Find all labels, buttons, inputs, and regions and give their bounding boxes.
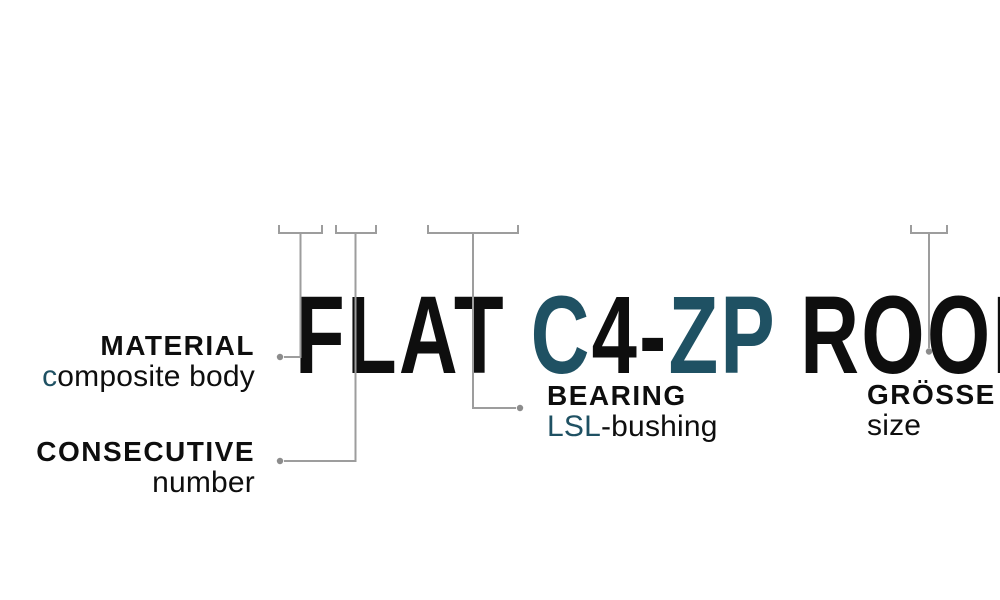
- bearing-subtext: LSL-bushing: [547, 410, 718, 443]
- title-segment-material-code: C: [530, 273, 592, 397]
- bearing-sub-accent: LSL: [547, 410, 601, 443]
- title-segment-bearing-code: ZP: [668, 273, 776, 397]
- label-consecutive: CONSECUTIVE number: [36, 436, 255, 500]
- bearing-heading: BEARING: [547, 380, 687, 411]
- product-code-text: FLAT C4-ZP ROOKIE L: [295, 280, 1000, 391]
- title-segment-rookie-size: ROOKIE L: [800, 273, 1000, 397]
- label-material: MATERIAL composite body: [42, 330, 255, 394]
- size-heading: GRÖSSE: [867, 379, 996, 410]
- label-size: GRÖSSE size: [867, 379, 996, 443]
- material-heading: MATERIAL: [100, 330, 255, 361]
- material-sub-rest: omposite body: [57, 360, 255, 393]
- title-segment-number: 4-: [591, 273, 669, 397]
- consecutive-heading: CONSECUTIVE: [36, 436, 255, 467]
- material-sub-accent: c: [42, 360, 58, 393]
- title-segment-flat: FLAT: [295, 273, 531, 397]
- product-code-title: FLAT C4-ZP ROOKIE L: [0, 171, 1000, 501]
- bearing-sub-rest: -bushing: [600, 410, 718, 443]
- consecutive-subtext: number: [152, 466, 255, 499]
- label-bearing: BEARING LSL-bushing: [547, 380, 718, 444]
- material-subtext: composite body: [42, 360, 255, 393]
- size-subtext: size: [867, 409, 922, 442]
